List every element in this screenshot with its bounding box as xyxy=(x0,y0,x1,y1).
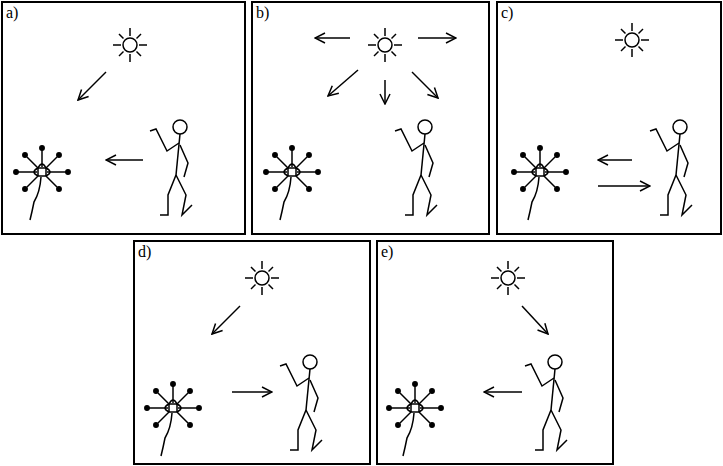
panel-box: d) xyxy=(133,240,371,465)
panel-b-figure xyxy=(264,28,456,220)
panel-box: a) xyxy=(1,1,246,235)
panel-d-figure xyxy=(145,261,322,456)
panel-label: a) xyxy=(6,4,18,22)
panel-box: c) xyxy=(496,1,722,235)
panel-box: e) xyxy=(376,240,614,465)
panel-a-figure xyxy=(14,28,192,220)
panel-e-figure xyxy=(387,261,567,456)
panel-c-figure xyxy=(512,23,692,220)
panel-label: d) xyxy=(138,243,151,261)
panel-label: c) xyxy=(501,4,513,22)
panel-label: b) xyxy=(256,4,269,22)
panel-label: e) xyxy=(381,243,393,261)
panel-box: b) xyxy=(251,1,490,235)
